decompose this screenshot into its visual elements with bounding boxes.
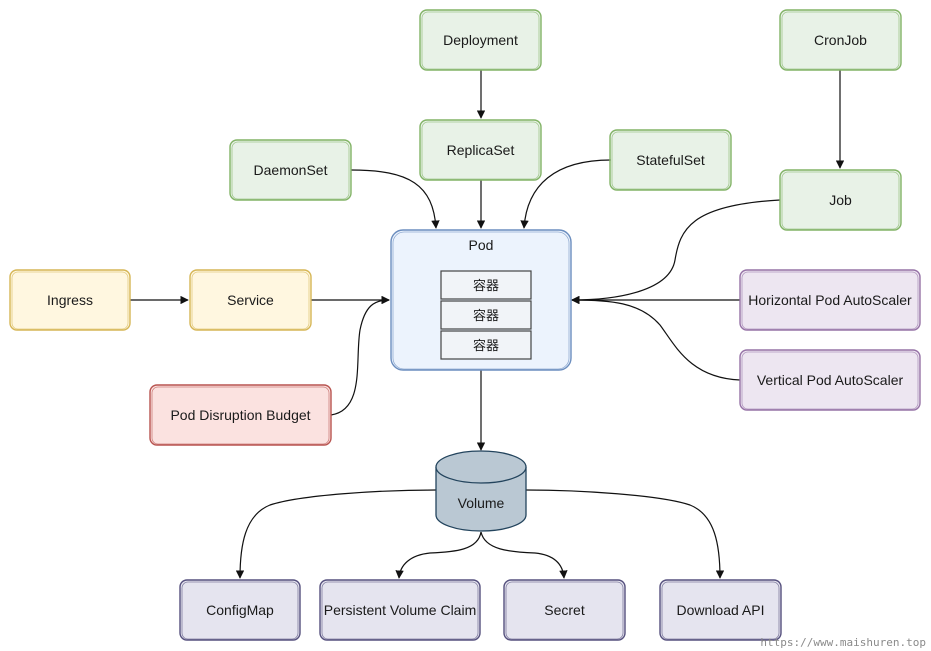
node-job[interactable]: Job <box>779 169 902 231</box>
edge-statefulset-pod <box>520 159 612 229</box>
pod-container-1-label: 容器 <box>473 278 499 294</box>
watermark-text: https://www.maishuren.top <box>760 636 926 649</box>
edge-vpa-pod <box>571 295 741 381</box>
node-cronjob-label: CronJob <box>814 32 867 48</box>
node-statefulset-label: StatefulSet <box>636 152 705 168</box>
node-volume[interactable]: Volume <box>435 450 527 532</box>
node-configmap-label: ConfigMap <box>206 602 274 618</box>
edge-pdb-pod <box>330 295 390 416</box>
edge-volume-secret <box>480 531 568 579</box>
edges <box>130 70 845 579</box>
node-pod[interactable]: Pod 容器 容器 容器 <box>390 229 572 371</box>
node-persistent-volume-claim[interactable]: Persistent Volume Claim <box>319 579 481 641</box>
pod-container-3-label: 容器 <box>473 338 499 354</box>
node-cronjob[interactable]: CronJob <box>779 9 902 71</box>
node-horizontal-pod-autoscaler[interactable]: Horizontal Pod AutoScaler <box>739 269 921 331</box>
node-replicaset[interactable]: ReplicaSet <box>419 119 542 181</box>
node-vpa-label: Vertical Pod AutoScaler <box>757 372 904 388</box>
node-service-label: Service <box>227 292 274 308</box>
node-job-label: Job <box>829 192 852 208</box>
node-download-api[interactable]: Download API <box>659 579 782 641</box>
node-pvc-label: Persistent Volume Claim <box>324 602 477 618</box>
node-volume-label: Volume <box>458 495 505 511</box>
node-deployment[interactable]: Deployment <box>419 9 542 71</box>
pod-container-1[interactable]: 容器 <box>440 270 532 300</box>
edge-job-pod <box>571 199 781 305</box>
node-download-api-label: Download API <box>677 602 765 618</box>
node-pod-disruption-budget[interactable]: Pod Disruption Budget <box>149 384 332 446</box>
node-secret-label: Secret <box>544 602 585 618</box>
node-daemonset-label: DaemonSet <box>254 162 328 178</box>
node-daemonset[interactable]: DaemonSet <box>229 139 352 201</box>
node-configmap[interactable]: ConfigMap <box>179 579 301 641</box>
pod-container-2-label: 容器 <box>473 308 499 324</box>
node-service[interactable]: Service <box>189 269 312 331</box>
edge-volume-configmap <box>235 489 437 579</box>
pod-container-3[interactable]: 容器 <box>440 330 532 360</box>
node-statefulset[interactable]: StatefulSet <box>609 129 732 191</box>
node-vertical-pod-autoscaler[interactable]: Vertical Pod AutoScaler <box>739 349 921 411</box>
node-ingress[interactable]: Ingress <box>9 269 131 331</box>
edge-volume-download-api <box>525 489 725 579</box>
edge-daemonset-pod <box>350 169 440 229</box>
node-pdb-label: Pod Disruption Budget <box>170 407 310 423</box>
node-replicaset-label: ReplicaSet <box>447 142 515 158</box>
node-ingress-label: Ingress <box>47 292 93 308</box>
pod-container-2[interactable]: 容器 <box>440 300 532 330</box>
node-secret[interactable]: Secret <box>503 579 626 641</box>
node-hpa-label: Horizontal Pod AutoScaler <box>748 292 912 308</box>
pod-title: Pod <box>469 237 494 253</box>
edge-volume-pvc <box>395 531 482 579</box>
node-deployment-label: Deployment <box>443 32 518 48</box>
